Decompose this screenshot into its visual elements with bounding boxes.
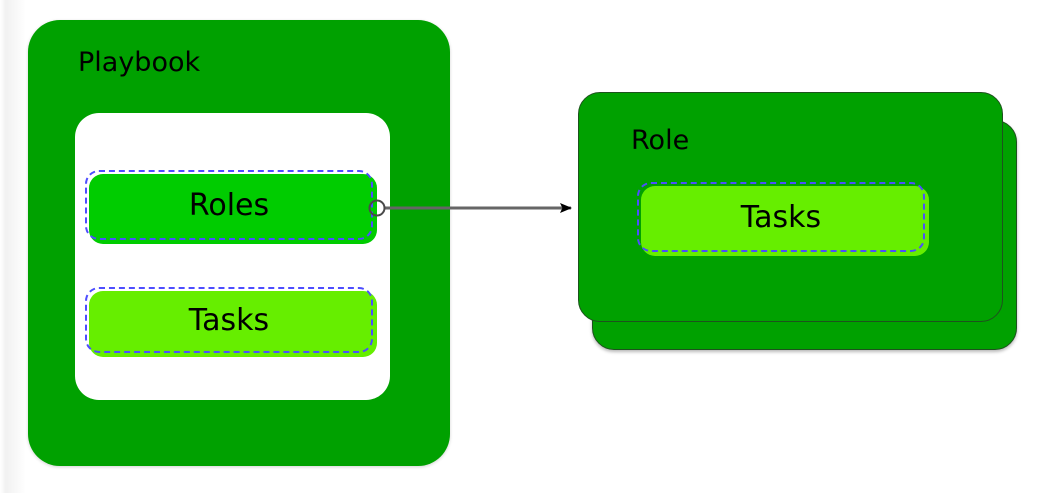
roles-fill	[89, 174, 377, 244]
role-tasks-label: Tasks	[740, 199, 822, 235]
playbook-tasks-dashed-outline	[85, 287, 373, 353]
playbook-item-roles[interactable]: Roles	[85, 170, 377, 244]
page-edge-shadow	[0, 0, 26, 493]
playbook-tasks-label: Tasks	[188, 302, 270, 338]
role-item-tasks[interactable]: Tasks	[637, 182, 929, 256]
playbook-item-tasks[interactable]: Tasks	[85, 287, 377, 357]
role-tasks-dashed-outline	[637, 182, 925, 252]
role-label: Role	[631, 125, 690, 156]
roles-label: Roles	[188, 187, 270, 223]
role-tasks-fill	[641, 186, 929, 256]
playbook-label: Playbook	[78, 47, 201, 78]
playbook-tasks-fill	[89, 291, 377, 357]
